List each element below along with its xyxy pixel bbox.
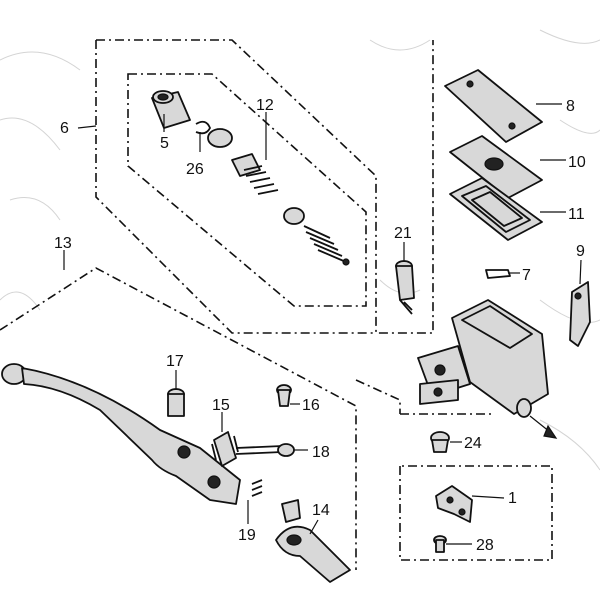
callout-5: 5 xyxy=(160,135,169,152)
callout-14: 14 xyxy=(312,502,330,519)
bolt-21-part xyxy=(395,260,415,315)
cap-24-part xyxy=(430,431,450,453)
spring-19-part xyxy=(251,479,263,497)
callout-8: 8 xyxy=(566,98,575,115)
pivot-bolt-16-part xyxy=(276,384,292,407)
holder-part xyxy=(569,281,591,347)
circlip-part xyxy=(195,120,211,135)
pivot-bolt-18-part xyxy=(235,443,295,457)
diaphragm-part xyxy=(449,177,543,241)
callout-15: 15 xyxy=(212,397,230,414)
callout-9: 9 xyxy=(576,243,585,260)
callout-7: 7 xyxy=(522,267,531,284)
group-outline-12 xyxy=(127,73,367,307)
callout-1: 1 xyxy=(508,490,517,507)
callout-18: 18 xyxy=(312,444,330,461)
group-outline-13 xyxy=(0,267,357,570)
master-cylinder-body-part xyxy=(417,299,558,439)
group-outline-6 xyxy=(95,39,434,334)
switch-part xyxy=(435,485,473,523)
clip-part xyxy=(485,269,511,279)
group-outline-right xyxy=(355,379,553,561)
callout-13: 13 xyxy=(54,235,72,252)
reservoir-cap-part xyxy=(444,69,543,143)
leader-lines xyxy=(63,103,582,545)
callout-19: 19 xyxy=(238,527,256,544)
bushing-17-part xyxy=(167,388,185,417)
piston-boot-part xyxy=(151,90,191,129)
piston-part xyxy=(207,128,350,266)
callout-17: 17 xyxy=(166,353,184,370)
callout-12: 12 xyxy=(256,97,274,114)
adjuster-15-part xyxy=(211,431,239,467)
lever-part xyxy=(1,363,241,505)
callout-24: 24 xyxy=(464,435,482,452)
callout-28: 28 xyxy=(476,537,494,554)
callout-26: 26 xyxy=(186,161,204,178)
callout-11: 11 xyxy=(568,206,585,223)
callout-16: 16 xyxy=(302,397,320,414)
callout-labels: 8 10 11 9 7 21 12 6 5 26 13 17 15 16 18 … xyxy=(54,97,586,554)
callout-21: 21 xyxy=(394,225,412,242)
callout-6: 6 xyxy=(60,120,69,137)
lever-14-part xyxy=(275,499,351,583)
callout-10: 10 xyxy=(568,154,586,171)
screw-28-part xyxy=(433,535,447,553)
